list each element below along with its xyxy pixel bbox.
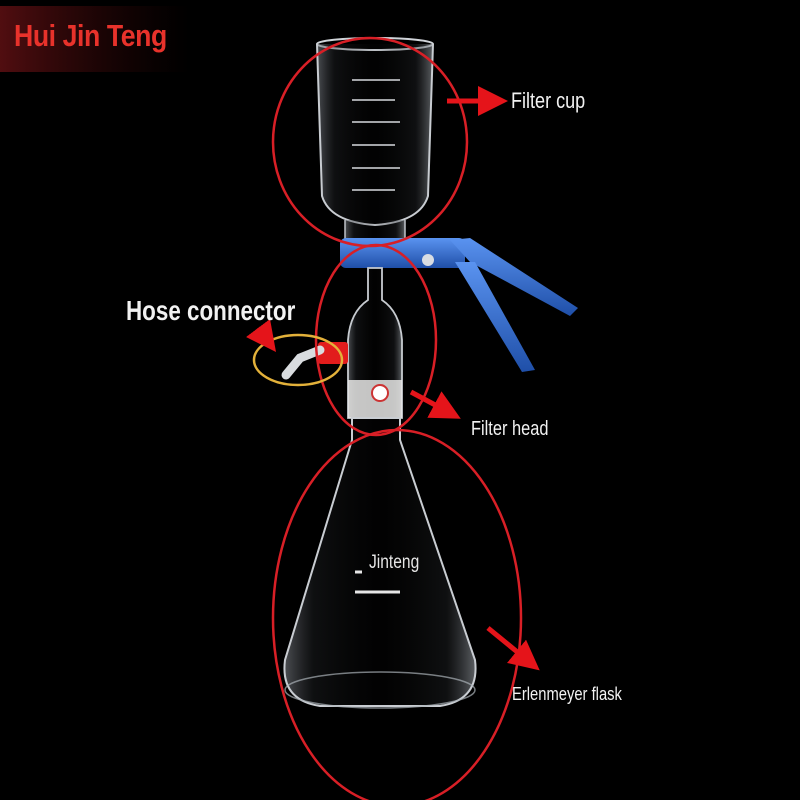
flask-arrow bbox=[486, 626, 540, 671]
brand-watermark: Hui Jin Teng bbox=[14, 18, 167, 53]
hose-connector-arrow bbox=[246, 319, 276, 352]
erlenmeyer-flask bbox=[283, 417, 477, 709]
flask-circle bbox=[271, 428, 523, 800]
filter-cup bbox=[316, 37, 434, 246]
clamp bbox=[340, 238, 578, 372]
flask-brand-marking: Jinteng bbox=[369, 552, 420, 573]
erlenmeyer-flask-label: Erlenmeyer flask bbox=[512, 684, 622, 704]
filter-head-arrow bbox=[409, 389, 461, 419]
brand-backdrop bbox=[0, 6, 190, 72]
filter-head-label: Filter head bbox=[471, 418, 549, 440]
hose-connector bbox=[281, 342, 348, 380]
hose-connector-circle bbox=[252, 333, 344, 387]
filter-head-circle bbox=[314, 243, 438, 437]
hose-connector-label: Hose connector bbox=[126, 295, 296, 326]
filter-cup-label: Filter cup bbox=[511, 88, 586, 113]
filter-head bbox=[347, 267, 403, 419]
